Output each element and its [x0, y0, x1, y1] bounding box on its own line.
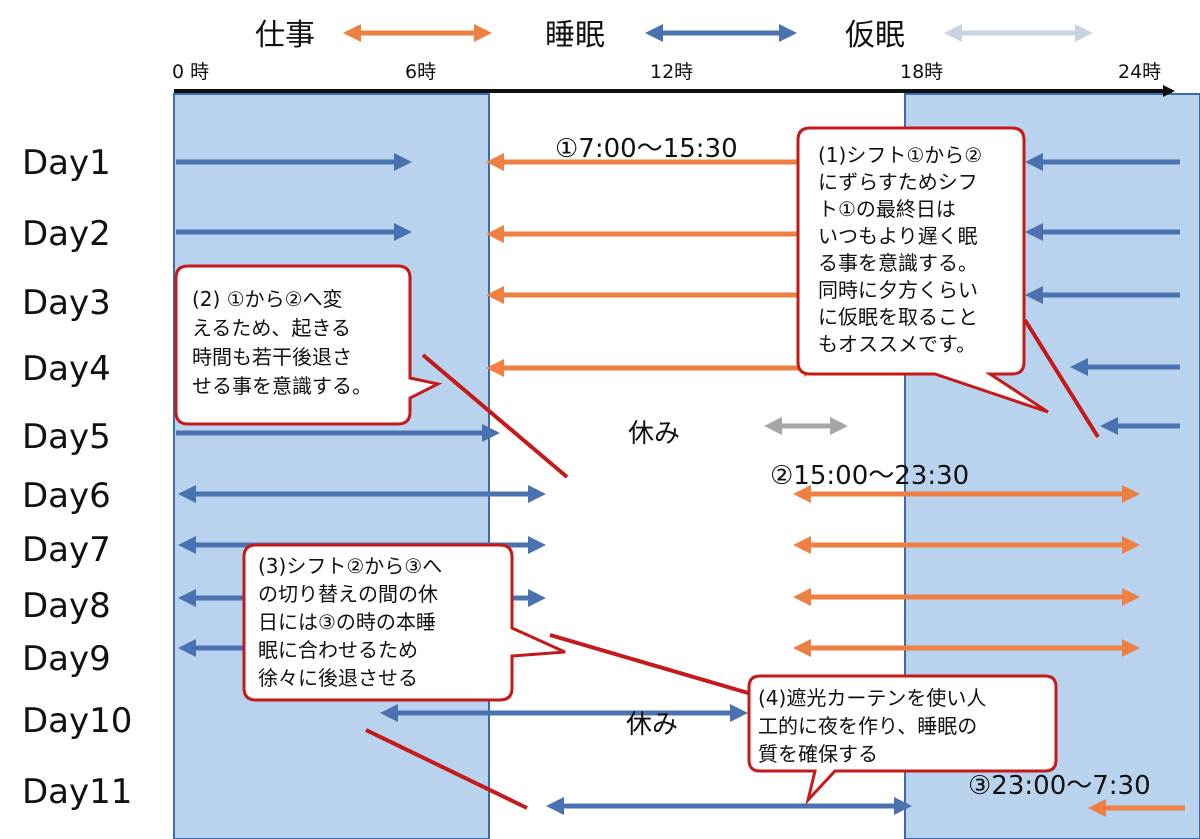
rest-label-day10: 休み [626, 710, 678, 740]
callout-1-line: いつもより遅く眠 [818, 224, 978, 248]
callout-2-line: えるため、起きる [192, 316, 351, 340]
day-labels: Day1 Day2 Day3 Day4 Day5 Day6 Day7 Day8 … [22, 143, 132, 812]
pointer-line [549, 633, 756, 697]
work-bar-day9 [793, 639, 1140, 657]
sleep-bar-day4-late [1070, 358, 1180, 376]
schedule-arrows [176, 153, 1185, 817]
sleep-bar-day11 [546, 797, 912, 815]
legend-arrow-work [343, 24, 492, 42]
callout-2-bubble [174, 264, 443, 426]
callout-4-bubble [747, 674, 1058, 806]
callout-4-line: 質を確保する [758, 742, 878, 766]
work-bar-day4 [486, 359, 822, 377]
day-label: Day4 [22, 349, 111, 389]
time-ticks: 0 時 6時 12時 18時 24時 [172, 61, 1161, 83]
day-label: Day11 [22, 772, 132, 812]
nap-bar-day5 [764, 417, 848, 435]
callout-4-line: 工的に夜を作り、睡眠の [758, 714, 977, 738]
callout-2-line: せる事を意識する。 [192, 374, 372, 398]
work-bar-day2 [486, 225, 808, 243]
sleep-bar-day2 [176, 223, 412, 241]
day-label: Day6 [22, 476, 111, 516]
legend-arrow-nap [944, 24, 1093, 42]
tick-label: 18時 [900, 61, 943, 83]
legend: 仕事 睡眠 仮眠 [255, 18, 1093, 53]
tick-label: 24時 [1118, 61, 1161, 83]
callout-3-line: 徐々に後退させる [258, 666, 418, 690]
callout-1-line: ト①の最終日は [818, 197, 956, 221]
sleep-bar-day6 [178, 485, 546, 503]
work-bar-day7 [793, 536, 1140, 554]
callout-1: (1)シフト①から② にずらすためシフ ト①の最終日は いつもより遅く眠 る事を… [796, 126, 1049, 414]
callout-3-line: 眠に合わせるため [258, 638, 418, 662]
legend-label-work: 仕事 [255, 18, 315, 53]
callout-3-line: 日には③の時の本睡 [258, 610, 436, 634]
day-label: Day9 [22, 639, 111, 679]
shift-label-2: ②15:00～23:30 [770, 461, 969, 491]
sleep-bar-day10 [380, 704, 748, 722]
legend-arrow-sleep [645, 24, 797, 42]
work-bar-day11 [1088, 799, 1185, 817]
tick-label: 6時 [405, 61, 436, 83]
callout-2: (2) ①から②へ変 えるため、起きる 時間も若干後退さ せる事を意識する。 [174, 264, 443, 426]
day-label: Day8 [22, 586, 111, 626]
callout-2-line: (2) ①から②へ変 [192, 287, 343, 311]
callout-4-line: (4)遮光カーテンを使い人 [758, 686, 986, 710]
shift-label-3: ③23:00～7:30 [968, 771, 1151, 801]
callout-1-line: る事を意識する。 [818, 251, 978, 275]
callout-1-line: 同時に夕方くらい [818, 278, 978, 302]
pointer-line [421, 353, 569, 479]
legend-arrow-sleep-shape [645, 24, 797, 42]
callout-3-line: の切り替えの間の休 [258, 582, 438, 606]
sleep-bar-day1 [176, 153, 412, 171]
tick-label: 12時 [650, 61, 693, 83]
day-label: Day3 [22, 283, 111, 323]
callout-1-bubble [796, 126, 1049, 414]
pointer-line [1023, 318, 1100, 439]
tick-label: 0 時 [172, 61, 209, 83]
callout-2-line: 時間も若干後退さ [192, 345, 352, 369]
legend-label-sleep: 睡眠 [545, 18, 605, 53]
callout-4: (4)遮光カーテンを使い人 工的に夜を作り、睡眠の 質を確保する [747, 674, 1058, 806]
sleep-bar-day1-late [1025, 153, 1180, 171]
rest-label-day5: 休み [628, 419, 680, 449]
day-label: Day5 [22, 417, 111, 457]
work-bar-day3 [486, 286, 808, 304]
callout-3: (3)シフト②から③へ の切り替えの間の休 日には③の時の本睡 眠に合わせるため… [242, 543, 566, 702]
callout-1-line: (1)シフト①から② [818, 143, 982, 167]
legend-label-nap: 仮眠 [845, 18, 905, 53]
sleep-bar-day3-late [1025, 286, 1180, 304]
callout-1-line: もオススメです。 [818, 332, 976, 356]
work-bar-day1 [486, 153, 808, 171]
callout-1-line: にずらすためシフ [818, 170, 978, 194]
callout-1-line: に仮眠を取ること [818, 305, 978, 329]
pointer-lines [365, 318, 1100, 810]
sleep-bar-day9 [178, 639, 246, 657]
pointer-line [365, 728, 528, 810]
sleep-bar-day5-late [1100, 417, 1180, 435]
shift-label-1: ①7:00～15:30 [555, 134, 738, 164]
work-bar-day6 [793, 485, 1140, 503]
shift-labels: ①7:00～15:30 休み ②15:00～23:30 休み ③23:00～7:… [555, 134, 1151, 801]
sleep-bar-day5 [176, 424, 500, 442]
legend-arrow-nap-shape [944, 24, 1093, 42]
work-bar-day8 [793, 588, 1140, 606]
day-label: Day7 [22, 530, 111, 570]
day-label: Day10 [22, 701, 132, 741]
callout-3-line: (3)シフト②から③へ [258, 554, 442, 578]
legend-arrow-work-shape [343, 24, 492, 42]
sleep-zone-early [173, 93, 490, 839]
callout-3-bubble [242, 543, 566, 702]
day-label: Day1 [22, 143, 111, 183]
sleep-bar-day2-late [1025, 223, 1180, 241]
day-label: Day2 [22, 214, 111, 254]
